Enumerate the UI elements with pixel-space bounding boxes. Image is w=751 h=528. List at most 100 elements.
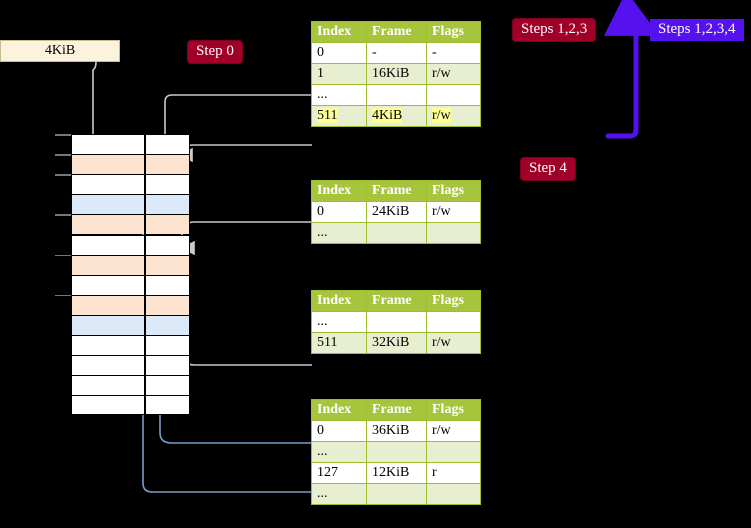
column-header-index: Index [311, 290, 367, 312]
cell-flags: r/w [426, 332, 481, 354]
memory-frame-tick [55, 214, 71, 216]
grid-column-separator-1 [144, 134, 146, 415]
cell-index: ... [311, 483, 367, 505]
memory-frame-tick [55, 174, 71, 176]
cell-index: 1 [311, 63, 367, 85]
column-header-flags: Flags [426, 21, 481, 43]
memory-frame-tick [55, 294, 71, 297]
cell-flags: r [426, 462, 481, 484]
memory-frame-row [71, 254, 190, 275]
cell-frame: 4KiB [366, 105, 427, 127]
cell-index: 511 [311, 332, 367, 354]
table-row: ... [311, 441, 481, 463]
badge-step0: Step 0 [188, 41, 242, 63]
memory-frame-row [71, 234, 190, 255]
memory-frame-row [71, 355, 190, 376]
memory-frame-row [71, 375, 190, 396]
cell-frame [366, 441, 427, 463]
column-header-flags: Flags [426, 399, 481, 421]
cell-flags [426, 84, 481, 106]
cell-frame [366, 483, 427, 505]
wire-pml4-row1 [163, 94, 312, 220]
wire-pt-row0 [147, 322, 312, 444]
memory-frame-row [71, 194, 190, 215]
memory-frame-tick [55, 254, 71, 257]
wire-4kib-to-frame [91, 61, 106, 163]
cell-index: 0 [311, 201, 367, 223]
column-header-frame: Frame [366, 290, 427, 312]
cell-frame: 32KiB [366, 332, 427, 354]
cell-frame: 16KiB [366, 63, 427, 85]
memory-frame-tick [55, 134, 71, 136]
column-header-index: Index [311, 180, 367, 202]
cell-flags [426, 441, 481, 463]
cell-flags: r/w [426, 420, 481, 442]
cell-index: 0 [311, 42, 367, 64]
cell-index: ... [311, 441, 367, 463]
memory-frame-row [71, 335, 190, 356]
highlighted-value: r/w [432, 108, 451, 123]
cell-flags: - [426, 42, 481, 64]
column-header-frame: Frame [366, 21, 427, 43]
badge-step4: Step 4 [521, 158, 575, 180]
column-header-index: Index [311, 21, 367, 43]
table-row: 0-- [311, 42, 481, 64]
memory-frame-row [71, 214, 190, 235]
column-header-flags: Flags [426, 180, 481, 202]
cell-frame: 36KiB [366, 420, 427, 442]
cell-frame [366, 84, 427, 106]
cell-index: 127 [311, 462, 367, 484]
highlighted-value: 511 [317, 108, 338, 123]
cell-index: 511 [311, 105, 367, 127]
wire-pml4-row511 [178, 144, 312, 163]
cell-index: ... [311, 84, 367, 106]
wire-pd-row511 [169, 297, 312, 366]
cell-index: 0 [311, 420, 367, 442]
cell-index: ... [311, 222, 367, 244]
cell-frame: 12KiB [366, 462, 427, 484]
cell-frame [366, 222, 427, 244]
cell-frame [366, 311, 427, 333]
column-header-index: Index [311, 399, 367, 421]
table-row: ... [311, 222, 481, 244]
cell-flags [426, 311, 481, 333]
memory-frame-row [71, 294, 190, 315]
memory-frame-row [71, 154, 190, 175]
memory-frame-tick [55, 154, 71, 156]
memory-frame-row [71, 314, 190, 335]
highlighted-value: 4KiB [372, 108, 403, 123]
steps-brace-arrow [603, 0, 660, 139]
cell-frame: - [366, 42, 427, 64]
table-row: ... [311, 84, 481, 106]
cell-flags: r/w [426, 63, 481, 85]
column-header-flags: Flags [426, 290, 481, 312]
wire-pdp-row0 [180, 221, 312, 256]
cell-flags [426, 483, 481, 505]
cell-flags: r/w [426, 105, 481, 127]
column-header-frame: Frame [366, 180, 427, 202]
table-row: 511 4KiB r/w [311, 105, 481, 127]
badge-steps-1234: Steps 1,2,3,4 [650, 19, 744, 41]
column-header-frame: Frame [366, 399, 427, 421]
cell-frame: 24KiB [366, 201, 427, 223]
memory-frame-row [71, 134, 190, 155]
memory-grid-rows [55, 134, 190, 416]
wire-pt-row127 [130, 204, 312, 493]
cell-flags: r/w [426, 201, 481, 223]
cell-index: ... [311, 311, 367, 333]
table-row: ... [311, 483, 481, 505]
cell-flags [426, 222, 481, 244]
